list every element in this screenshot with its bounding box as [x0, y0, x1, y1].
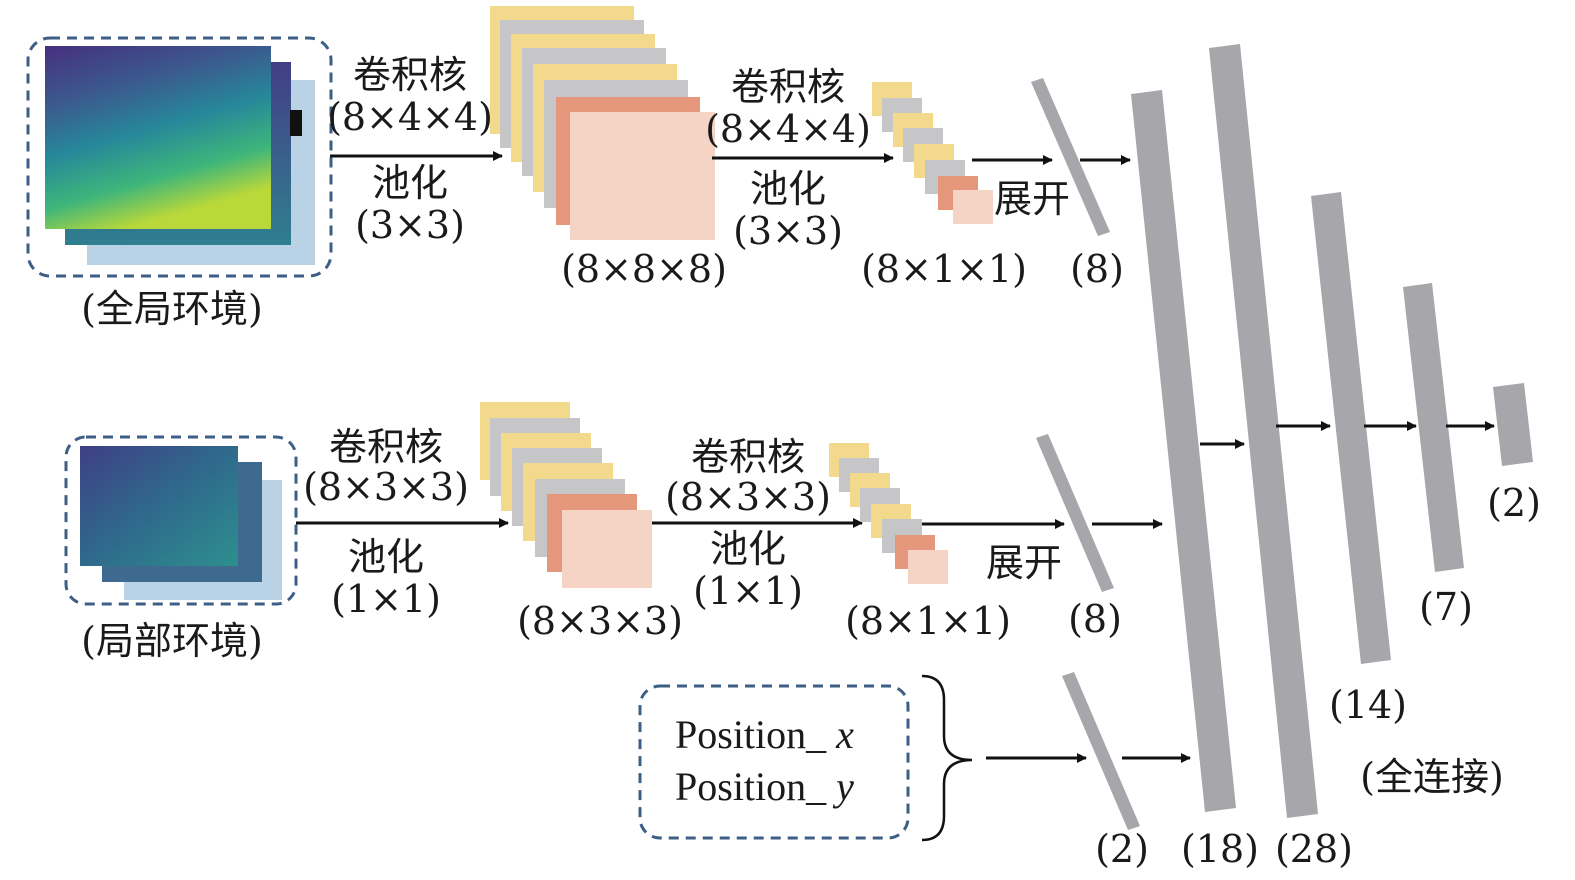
- local-conv2-label: 卷积核: [691, 435, 805, 479]
- global-pool2-label: 池化: [750, 167, 826, 211]
- global-pool2-size: (3×3): [733, 209, 843, 253]
- feature-map: [562, 510, 652, 588]
- position-x-text: Position_ x: [675, 712, 854, 757]
- global-conv2-label: 卷积核: [731, 65, 845, 109]
- global-map-front: [45, 46, 271, 229]
- local-feature-stack-2: [829, 443, 948, 584]
- dense-layer-18: [1131, 90, 1236, 812]
- dense-size-18: (18): [1181, 827, 1259, 871]
- local-conv2-kernel: (8×3×3): [665, 475, 831, 519]
- position-y-var: y: [832, 764, 854, 809]
- dense-layer-28: [1209, 44, 1318, 818]
- position-vector-size: (2): [1095, 827, 1149, 871]
- dense-size-14: (14): [1329, 683, 1407, 727]
- local-flatten-label: 展开: [986, 541, 1062, 585]
- global-flatten-layer: [1031, 78, 1110, 236]
- position-y-text: Position_ y: [675, 764, 854, 809]
- global-input-label: (全局环境): [81, 287, 263, 331]
- local-input-frame: [64, 435, 298, 606]
- dense-size-28: (28): [1275, 827, 1353, 871]
- global-conv1-label: 卷积核: [353, 53, 467, 97]
- local-input-label: (局部环境): [81, 619, 263, 663]
- local-flatten-layer: [1036, 434, 1114, 592]
- dense-layer-7: [1403, 283, 1464, 572]
- local-pool2-size: (1×1): [693, 569, 803, 613]
- position-curly-brace: [921, 674, 973, 842]
- dense-size-7: (7): [1419, 585, 1473, 629]
- global-flat-size: (8): [1070, 247, 1124, 291]
- global-pool1-size: (3×3): [355, 203, 465, 247]
- dense-layer-14: [1311, 192, 1391, 664]
- local-map-front: [80, 446, 238, 566]
- global-conv1-kernel: (8×4×4): [327, 95, 493, 139]
- feature-map: [908, 550, 948, 584]
- feature-map: [953, 190, 993, 224]
- dense-size-2: (2): [1487, 481, 1541, 525]
- global-feature-stack-2: [872, 82, 993, 224]
- global-pool1-label: 池化: [372, 161, 448, 205]
- position-vector-layer: [1062, 672, 1140, 830]
- dense-label: (全连接): [1360, 755, 1504, 799]
- local-feature-stack-1: [480, 402, 652, 588]
- local-map1-dims: (8×3×3): [517, 599, 683, 643]
- global-flatten-label: 展开: [994, 177, 1070, 221]
- global-map2-dims: (8×1×1): [861, 247, 1027, 291]
- local-conv1-label: 卷积核: [329, 425, 443, 469]
- position-x-label: Position_: [675, 712, 836, 757]
- feature-map: [570, 112, 715, 240]
- global-map1-dims: (8×8×8): [561, 247, 727, 291]
- local-map2-dims: (8×1×1): [845, 599, 1011, 643]
- local-pool1-label: 池化: [348, 535, 424, 579]
- local-pool1-size: (1×1): [331, 577, 441, 621]
- position-x-var: x: [835, 712, 854, 757]
- global-map-marker: [290, 110, 302, 136]
- global-feature-stack-1: [490, 6, 715, 240]
- local-conv1-kernel: (8×3×3): [303, 465, 469, 509]
- local-flat-size: (8): [1068, 597, 1122, 641]
- global-input-frame: [26, 36, 333, 278]
- global-input: [26, 36, 333, 278]
- local-input: [64, 435, 298, 606]
- position-input-frame: [638, 684, 910, 840]
- dense-layer-2: [1493, 383, 1533, 466]
- position-y-label: Position_: [675, 764, 836, 809]
- global-conv2-kernel: (8×4×4): [705, 107, 871, 151]
- local-pool2-label: 池化: [710, 527, 786, 571]
